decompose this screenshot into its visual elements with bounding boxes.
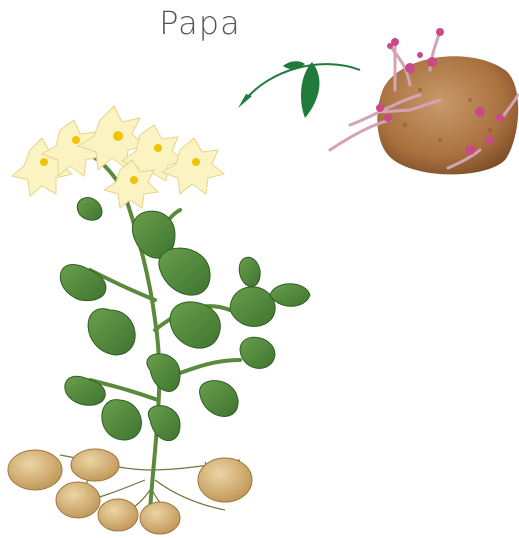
curved-arrow-icon <box>238 64 360 108</box>
flower-cluster <box>12 106 224 208</box>
potato-plant <box>8 106 310 534</box>
tubers <box>8 449 252 534</box>
sprouting-potato <box>330 28 518 174</box>
